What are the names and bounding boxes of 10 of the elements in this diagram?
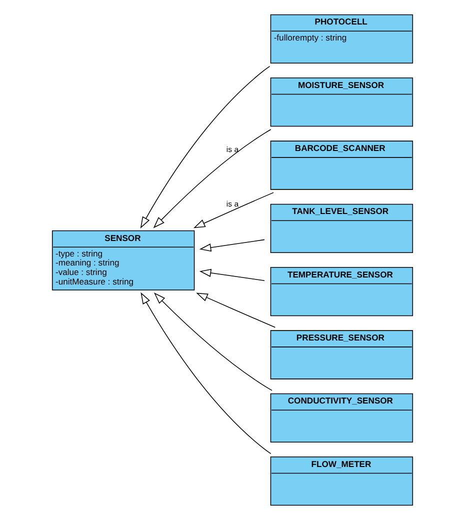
arrow: [199, 239, 265, 252]
edge-label: is a: [226, 144, 239, 154]
edge-label: is a: [226, 200, 239, 209]
arrow: [154, 292, 272, 391]
arrow: [199, 268, 265, 281]
arrow: [193, 192, 274, 228]
arrow: [140, 66, 270, 228]
arrow: [196, 292, 276, 328]
arrow: [153, 129, 272, 228]
arrow: [140, 292, 272, 454]
